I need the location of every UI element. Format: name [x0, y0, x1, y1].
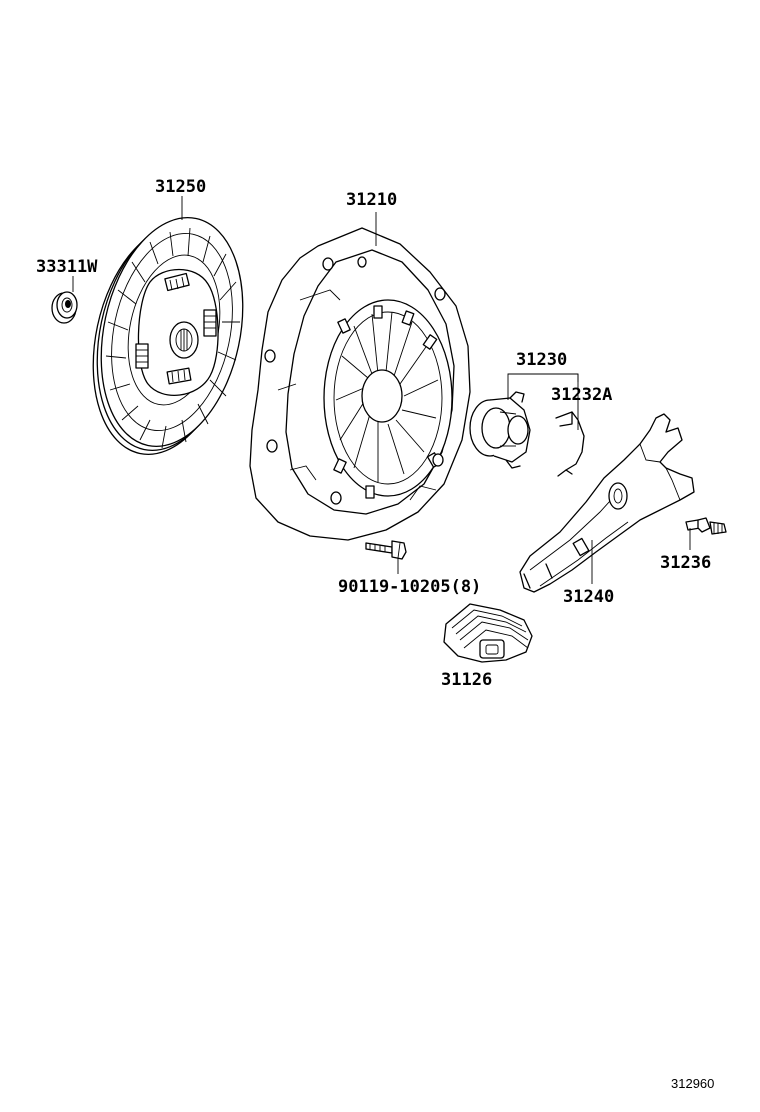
label-90119-10205: 90119-10205(8) [338, 577, 481, 597]
cover-bolt-drawing [365, 540, 407, 560]
fork-boot-drawing [443, 603, 533, 663]
label-31250: 31250 [155, 177, 206, 197]
label-31230: 31230 [516, 350, 567, 370]
clutch-disc-drawing [92, 217, 244, 455]
label-31236: 31236 [660, 553, 711, 573]
leader-lines [72, 196, 691, 584]
pivot-stud-drawing [685, 517, 727, 535]
figure-number: 312960 [671, 1076, 714, 1091]
release-fork-drawing [519, 413, 695, 593]
label-33311w: 33311W [36, 257, 98, 277]
pilot-bearing-drawing [51, 291, 78, 324]
label-31232a: 31232A [551, 385, 612, 405]
label-31126: 31126 [441, 670, 492, 690]
release-clip-drawing [555, 411, 585, 477]
clutch-cover-drawing [249, 227, 471, 541]
label-31240: 31240 [563, 587, 614, 607]
label-31210: 31210 [346, 190, 397, 210]
release-bearing-drawing [469, 391, 531, 469]
